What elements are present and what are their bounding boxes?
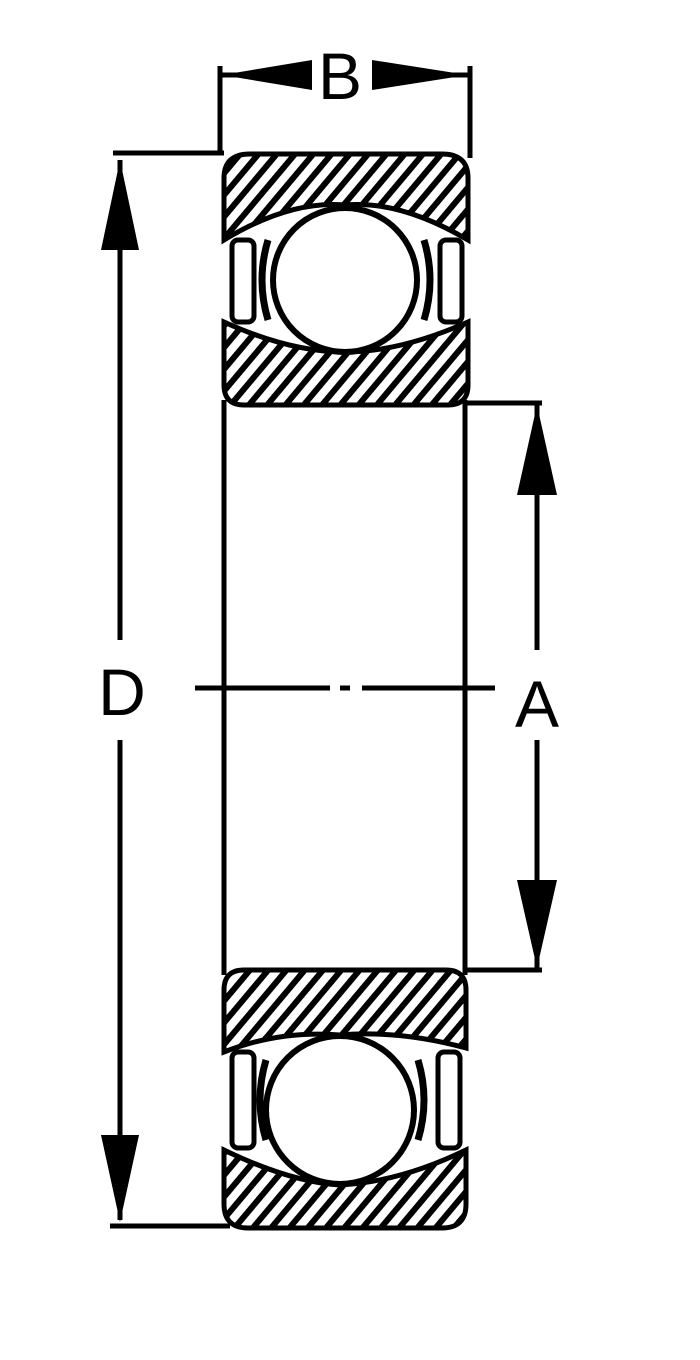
bearing-cross-section (221, 151, 471, 1231)
label-b: B (318, 39, 362, 113)
label-a: A (515, 667, 559, 741)
arrowhead-down (101, 1135, 139, 1222)
bore-dimension-a (465, 400, 557, 973)
seal-right-top (437, 237, 465, 325)
outer-diameter-dimension-d (101, 150, 230, 1229)
ball-top (270, 205, 420, 355)
label-d: D (98, 655, 146, 729)
inner-ring-bottom (221, 967, 469, 1056)
arrowhead-right (372, 60, 468, 90)
arrowhead-up (517, 405, 557, 495)
arrowhead-up (101, 160, 139, 250)
width-dimension-b (217, 60, 473, 158)
outer-ring-top (221, 151, 471, 245)
arrowhead-down (517, 880, 557, 968)
seal-left-bottom (229, 1049, 257, 1151)
ball-bottom (263, 1033, 417, 1187)
seal-left-top (229, 237, 257, 325)
arrowhead-left (222, 60, 312, 90)
outer-ring-bottom (221, 1146, 469, 1231)
inner-ring-top (221, 318, 471, 408)
seal-right-bottom (435, 1049, 463, 1151)
